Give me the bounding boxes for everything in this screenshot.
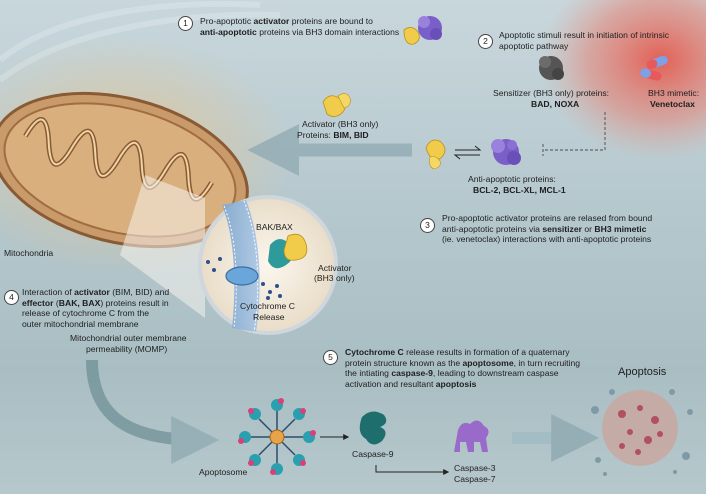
membrane-inset <box>198 195 338 335</box>
step-text-line: anti-apoptotic proteins via sensitizer o… <box>442 224 652 235</box>
anti-apoptotic-protein <box>491 139 521 165</box>
step-1-number: 1 <box>178 16 193 31</box>
step-text-bold-run: apoptosis <box>435 378 477 389</box>
step-text-line: effector (BAK, BAX) proteins result in <box>22 298 169 309</box>
apoptotic-cell <box>591 389 693 476</box>
step-text-line: Apoptotic stimuli result in initiation o… <box>499 30 669 41</box>
step-text-line: Pro-apoptotic activator proteins are bou… <box>200 16 399 27</box>
arrow-to-caspase37 <box>375 465 450 475</box>
step-1-text: Pro-apoptotic activator proteins are bou… <box>200 16 399 37</box>
momp-label-2: permeability (MOMP) <box>86 344 168 354</box>
step-text-run: release of cytochrome C from the <box>22 308 150 319</box>
step-text-line: apoptotic pathway <box>499 41 669 52</box>
step-text-run: , leading to downstream caspase <box>432 368 559 379</box>
sensitizer-protein <box>539 56 564 80</box>
step-text-bold-run: activator <box>74 287 110 297</box>
step-text-bold-run: effector <box>22 297 54 308</box>
step-3-number: 3 <box>420 218 435 233</box>
momp-label-1: Mitochondrial outer membrane <box>70 333 187 343</box>
step-text-line: anti-apoptotic proteins via BH3 domain i… <box>200 27 399 38</box>
step-text-line: outer mitochondrial membrane <box>22 319 169 330</box>
step-text-run: proteins are bound to <box>289 16 373 26</box>
activator-protein-top <box>322 93 351 117</box>
inset-activator-label-1: Activator <box>318 263 352 273</box>
activator-proteins-line: Proteins: BIM, BID <box>297 130 369 141</box>
step-text-bold-run: anti-apoptotic <box>200 26 257 37</box>
step-text-run: activation and resultant <box>345 378 436 389</box>
step-text-bold-run: caspase-9 <box>391 368 433 379</box>
equilibrium-arrows <box>453 145 482 160</box>
step-text-run: (BIM, BID) and <box>109 287 170 297</box>
step-text-run: apoptotic pathway <box>499 40 569 51</box>
caspase9-label: Caspase-9 <box>352 449 394 459</box>
sensitizer-title: Sensitizer (BH3 only) proteins: <box>493 88 610 98</box>
anti-apoptotic-title: Anti-apoptotic proteins: <box>468 174 556 184</box>
step-text-run: Interaction of <box>22 287 75 297</box>
step-3-text: Pro-apoptotic activator proteins are rel… <box>442 213 652 245</box>
activator-protein-bound <box>425 139 446 170</box>
step-text-bold-run: sensitizer <box>542 223 582 234</box>
step-2-number: 2 <box>478 34 493 49</box>
step-5-number: 5 <box>323 350 338 365</box>
caspase7-label: Caspase-7 <box>454 474 496 484</box>
step-text-run: release results in formation of a quater… <box>403 347 570 357</box>
step-text-bold-run: Cytochrome C <box>345 347 404 357</box>
step-text-run: Pro-apoptotic activator proteins are rel… <box>442 213 653 223</box>
step-text-run: the intiating <box>345 368 392 379</box>
activator-anti-complex <box>403 16 442 45</box>
step-text-run: or <box>581 223 595 234</box>
step-text-run: ( <box>53 297 59 308</box>
step-text-run: Pro-apoptotic <box>200 16 254 26</box>
step-text-run: (ie. venetoclax) interactions with anti-… <box>442 234 652 245</box>
mitochondria-label: Mitochondria <box>4 248 54 258</box>
anti-apoptotic-names: BCL-2, BCL-XL, MCL-1 <box>473 185 566 195</box>
step-text-run: proteins via BH3 domain interactions <box>256 26 400 37</box>
activator-names: BIM, BID <box>333 130 369 140</box>
inset-activator-label-2: (BH3 only) <box>314 273 355 283</box>
step-text-line: the intiating caspase-9, leading to down… <box>345 368 580 379</box>
step-text-bold-run: activator <box>253 16 290 26</box>
momp-arrow <box>86 359 220 464</box>
step-text-line: Cytochrome C release results in formatio… <box>345 347 580 358</box>
apoptosome-label: Apoptosome <box>199 467 248 477</box>
cytochrome-c-label-2: Release <box>253 312 285 322</box>
step-5-text: Cytochrome C release results in formatio… <box>345 347 580 389</box>
activator-title: Activator (BH3 only) <box>302 119 379 129</box>
step-text-bold-run: BH3 mimetic <box>594 223 647 234</box>
step-2-text: Apoptotic stimuli result in initiation o… <box>499 30 669 51</box>
mimetic-name: Venetoclax <box>650 99 695 109</box>
step-text-line: (ie. venetoclax) interactions with anti-… <box>442 234 652 245</box>
step-text-line: Interaction of activator (BIM, BID) and <box>22 287 169 298</box>
mimetic-title: BH3 mimetic: <box>648 88 700 98</box>
step-text-run: Apoptotic stimuli result in initiation o… <box>499 30 670 40</box>
caspase3-label: Caspase-3 <box>454 463 496 473</box>
step-text-line: Pro-apoptotic activator proteins are rel… <box>442 213 652 224</box>
activator-prefix: Proteins: <box>297 130 334 140</box>
step-text-bold-run: BAK, BAX <box>58 297 101 308</box>
mimetic-pills <box>640 55 668 81</box>
step-text-bold-run: apoptosome <box>462 357 514 368</box>
step-text-line: protein structure known as the apoptosom… <box>345 358 580 369</box>
stimulus-glow <box>540 0 706 160</box>
caspase37-protein <box>454 420 489 452</box>
sensitizer-names: BAD, NOXA <box>531 99 580 109</box>
step-text-run: anti-apoptotic proteins via <box>442 223 543 234</box>
apoptosis-label: Apoptosis <box>618 366 667 378</box>
step-text-line: release of cytochrome C from the <box>22 308 169 319</box>
cytochrome-c-label-1: Cytochrome C <box>240 301 295 311</box>
inset-zoom-cone <box>120 175 205 318</box>
caspase9-protein <box>359 411 387 445</box>
inhibition-line <box>542 112 606 156</box>
step-text-run: , in turn recruiting <box>513 357 581 368</box>
step-text-run: outer mitochondrial membrane <box>22 318 139 329</box>
step-4-number: 4 <box>4 290 19 305</box>
step-text-line: activation and resultant apoptosis <box>345 379 580 390</box>
step-text-run: ) proteins result in <box>100 297 169 308</box>
step-text-run: protein structure known as the <box>345 357 463 368</box>
bakbax-label: BAK/BAX <box>256 222 293 232</box>
apoptosome <box>238 398 316 475</box>
